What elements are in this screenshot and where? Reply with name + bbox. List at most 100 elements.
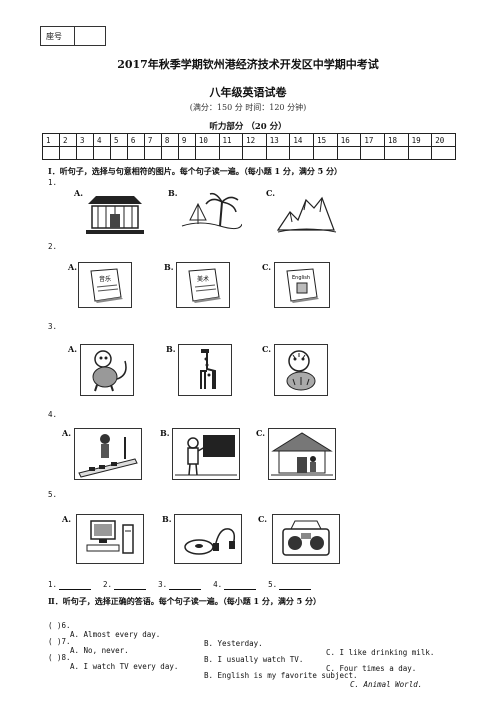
answer-blank[interactable] [59,580,92,590]
music-book-picture[interactable]: 音乐 [78,262,132,308]
answer-blank-row [42,146,456,160]
answer-label: 1. [48,580,58,589]
answer-cell[interactable] [109,146,128,160]
answer-cell[interactable] [160,146,179,160]
answer-cell[interactable] [42,146,60,160]
monkey-picture[interactable] [80,344,134,396]
answer-number: 10 [194,133,220,147]
mountain-picture[interactable] [276,190,338,236]
answer-number: 4 [92,133,111,147]
book-label-music: 音乐 [99,275,111,283]
question-number: 3. [48,322,58,331]
answer-number: 11 [218,133,244,147]
book-label-art: 美术 [197,275,209,283]
answer-number: 19 [407,133,433,147]
answer-cell[interactable] [177,146,196,160]
answer-number: 3 [75,133,94,147]
option-b: B. Yesterday. [204,639,263,648]
answer-cell[interactable] [360,146,385,160]
question-row: ( )6. A. Almost every day. B. Yesterday.… [48,612,434,657]
answer-label: 3. [158,580,168,589]
answer-number: 16 [336,133,362,147]
answer-cell[interactable] [265,146,291,160]
option-label: C. [262,344,272,354]
palm-tree-picture[interactable] [180,190,242,236]
option-c: C. Animal World. [350,680,423,689]
computer-picture[interactable] [76,514,144,564]
teacher-blackboard-picture[interactable] [172,428,240,480]
answer-cell[interactable] [92,146,111,160]
option-label: B. [164,262,174,272]
answer-cell[interactable] [383,146,409,160]
option-a: A. I watch TV every day. [70,662,179,671]
answer-label: 2. [103,580,113,589]
question-number[interactable]: ( )7. [48,637,71,646]
option-c: C. I like drinking milk. [326,648,435,657]
option-label: A. [68,344,77,354]
answer-cell[interactable] [313,146,338,160]
radio-picture[interactable] [272,514,340,564]
answer-cell[interactable] [126,146,145,160]
answer-cell[interactable] [431,146,456,160]
question-number[interactable]: ( )8. [48,653,71,662]
answer-cell[interactable] [75,146,94,160]
option-label: B. [166,344,176,354]
option-c: C. Four times a day. [326,664,417,673]
answer-number: 9 [177,133,196,147]
option-label: C. [266,188,276,198]
question-number[interactable]: ( )6. [48,621,71,630]
answer-cell[interactable] [143,146,162,160]
answer-blank[interactable] [114,580,147,590]
english-book-picture[interactable]: English [274,262,330,308]
answer-blank[interactable] [224,580,257,590]
answer-cell[interactable] [336,146,362,160]
listening-header: 听力部分 （20 分） [209,122,287,132]
answer-cell[interactable] [58,146,77,160]
art-book-picture[interactable]: 美术 [176,262,230,308]
answer-cell[interactable] [194,146,220,160]
section-1-instruction: Ⅰ．听句子，选择与句意相符的图片。每个句子读一遍。（每小题 1 分，满分 5 分… [48,166,343,176]
question-number: 5. [48,490,58,499]
hut-picture[interactable] [268,428,336,480]
answer-number: 17 [360,133,385,147]
question-number: 2. [48,242,58,251]
option-label: C. [256,428,266,438]
answer-number: 12 [242,133,267,147]
question-number: 1. [48,178,58,187]
cd-player-headphones-picture[interactable] [174,514,242,564]
option-label: A. [62,428,71,438]
answer-number: 14 [289,133,315,147]
option-label: B. [168,188,178,198]
exam-title: 2017年秋季学期钦州港经济技术开发区中学期中考试 [117,58,379,71]
answer-table: 1 2 3 4 5 6 7 8 9 10 11 12 13 14 15 16 1… [42,133,456,160]
option-label: B. [160,428,170,438]
answer-number: 7 [143,133,162,147]
answer-blank[interactable] [279,580,312,590]
answer-number: 15 [313,133,338,147]
answer-number: 2 [58,133,77,147]
answer-cell[interactable] [218,146,244,160]
book-label-english: English [292,275,310,281]
answer-number: 13 [265,133,291,147]
option-a: A. No, never. [70,646,129,655]
temple-picture[interactable] [84,190,146,236]
question-row: ( )7. A. No, never. B. I usually watch T… [48,628,416,673]
answer-line: 1. 2. 3. 4. 5. [48,580,323,590]
answer-number: 20 [431,133,456,147]
answer-number: 18 [383,133,409,147]
answer-label: 4. [213,580,223,589]
option-b: B. English is my favorite subject. [204,671,358,680]
answer-cell[interactable] [242,146,267,160]
answer-cell[interactable] [289,146,315,160]
exam-meta: (满分：150 分 时间：120 分钟) [189,103,307,112]
answer-blank[interactable] [169,580,202,590]
answer-number: 5 [109,133,128,147]
option-label: A. [74,188,83,198]
tiger-picture[interactable] [274,344,328,396]
answer-cell[interactable] [407,146,433,160]
worker-desk-picture[interactable] [74,428,142,480]
option-label: A. [68,262,77,272]
question-number: 4. [48,410,58,419]
giraffe-picture[interactable] [178,344,232,396]
option-label: C. [258,514,268,524]
